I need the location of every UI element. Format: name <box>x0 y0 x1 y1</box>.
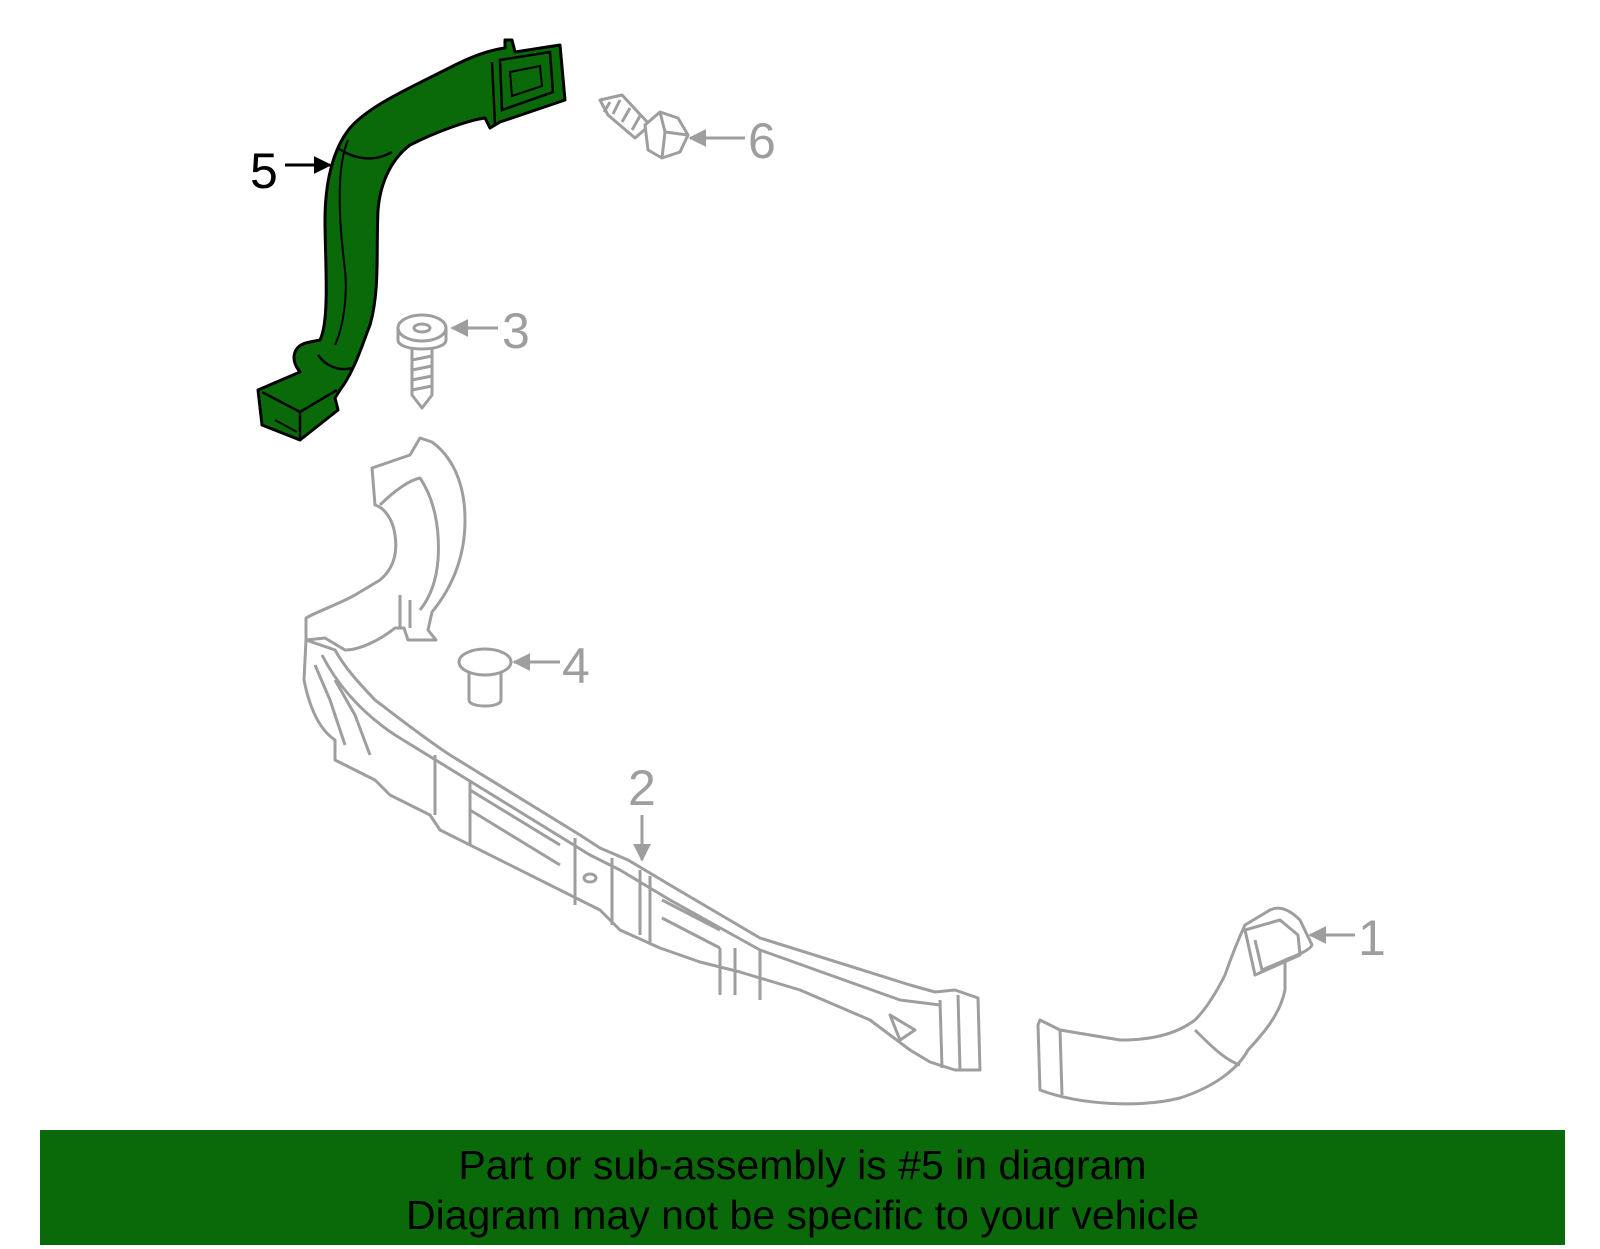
exploded-parts-diagram: 5 6 3 4 2 1 <box>250 38 1386 1106</box>
callout-3: 3 <box>502 303 530 359</box>
part-2-lower-duct-assembly[interactable] <box>302 436 982 1072</box>
info-banner: Part or sub-assembly is #5 in diagram Di… <box>40 1130 1565 1245</box>
part-3-screw[interactable] <box>396 313 448 410</box>
callout-2: 2 <box>628 760 656 816</box>
part-1-side-duct[interactable] <box>1036 906 1314 1106</box>
callout-5: 5 <box>250 143 278 199</box>
part-5-air-duct[interactable] <box>256 38 567 442</box>
part-4-push-clip[interactable] <box>457 647 513 708</box>
banner-line-1: Part or sub-assembly is #5 in diagram <box>458 1142 1147 1188</box>
callout-6: 6 <box>748 113 776 169</box>
callout-1: 1 <box>1358 910 1386 966</box>
part-6-bolt[interactable] <box>598 93 690 160</box>
banner-line-2: Diagram may not be specific to your vehi… <box>405 1192 1199 1238</box>
callout-4: 4 <box>562 638 590 694</box>
